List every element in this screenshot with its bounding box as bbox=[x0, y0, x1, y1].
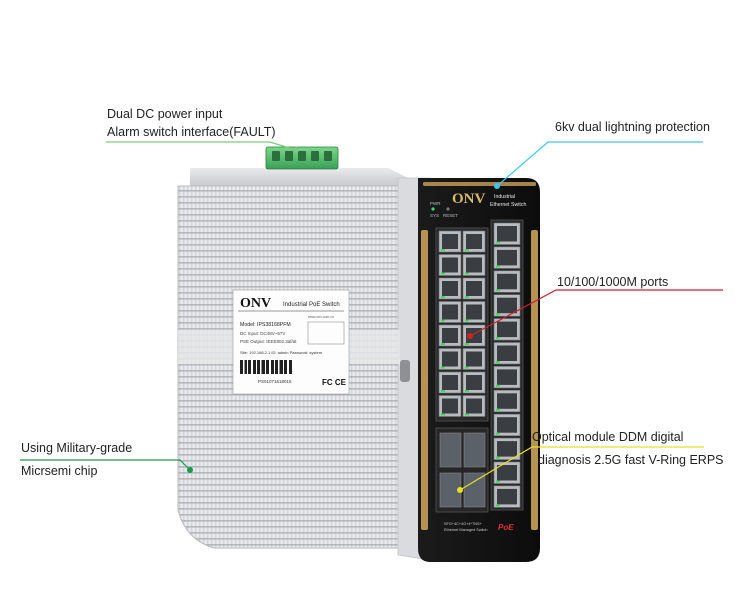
pwr-label: PWR bbox=[430, 201, 441, 206]
lightning-callout-line bbox=[496, 141, 703, 187]
rj45-port[interactable] bbox=[462, 324, 486, 347]
label-brand: ONV bbox=[240, 296, 271, 311]
rj45-port[interactable] bbox=[493, 366, 521, 389]
front-brand: ONV bbox=[452, 191, 486, 207]
optical-callout-dot bbox=[457, 487, 463, 493]
rj45-port[interactable] bbox=[493, 413, 521, 437]
rj45-port[interactable] bbox=[462, 301, 486, 323]
sfp-port[interactable] bbox=[439, 432, 462, 468]
rj45-port[interactable] bbox=[438, 324, 462, 347]
callout-lines bbox=[20, 141, 723, 491]
sfp-port[interactable] bbox=[463, 432, 486, 468]
rj45-port[interactable] bbox=[438, 395, 462, 417]
power-callout-line bbox=[106, 141, 297, 151]
label-cert: FC CE bbox=[322, 378, 347, 387]
rj45-port[interactable] bbox=[462, 348, 486, 370]
callout-optical-line1: Optical module DDM digital bbox=[532, 430, 684, 444]
rj45-port[interactable] bbox=[493, 485, 521, 508]
ports-callout-dot bbox=[467, 333, 473, 339]
callout-dots bbox=[187, 147, 500, 493]
top-strip bbox=[190, 168, 412, 186]
rj45-port[interactable] bbox=[462, 277, 486, 300]
rj45-port[interactable] bbox=[462, 395, 486, 417]
rj45-port[interactable] bbox=[493, 246, 521, 269]
label-serial: PS01071618015 bbox=[258, 379, 292, 384]
callout-optical-line2: diagnosis 2.5G fast V-Ring ERPS bbox=[538, 453, 724, 467]
product-label: ONV Industrial PoE Switch www.onv.com.cn… bbox=[232, 289, 350, 395]
callout-ports: 10/100/1000M ports bbox=[557, 275, 669, 289]
rj45-port[interactable] bbox=[438, 371, 462, 394]
front-title-2: Ethernet Switch bbox=[490, 202, 526, 208]
rj45-port[interactable] bbox=[493, 342, 521, 365]
front-title-1: Industrial bbox=[494, 194, 515, 200]
rj45-port[interactable] bbox=[493, 389, 521, 413]
label-pse: PSE Output: IEEE802.3af/at bbox=[240, 339, 297, 344]
rj45-port[interactable] bbox=[438, 277, 462, 300]
rj45-port[interactable] bbox=[493, 294, 521, 317]
callout-power-line1: Dual DC power input bbox=[107, 107, 223, 121]
power-callout-dot bbox=[293, 147, 299, 153]
sfp-port-group bbox=[435, 427, 489, 513]
din-clip bbox=[400, 360, 410, 382]
ports-callout-line bbox=[469, 289, 723, 337]
lightning-callout-dot bbox=[494, 183, 500, 189]
rj45-port[interactable] bbox=[493, 270, 521, 293]
reset-button[interactable] bbox=[446, 207, 450, 211]
optical-callout-line bbox=[459, 446, 704, 491]
rj45-port[interactable] bbox=[462, 230, 486, 253]
callout-lightning: 6kv dual lightning protection bbox=[555, 120, 710, 134]
reset-label: RESET bbox=[443, 213, 458, 218]
front-bottom-text-2: Ethernet Managed Switch bbox=[444, 528, 487, 532]
chip-callout-line bbox=[20, 459, 191, 471]
label-url: www.onv.com.cn bbox=[308, 315, 334, 319]
callout-chip-line1: Using Military-grade bbox=[21, 441, 133, 455]
rj45-port[interactable] bbox=[438, 254, 462, 276]
rj45-port[interactable] bbox=[462, 254, 486, 276]
sfp-port[interactable] bbox=[463, 472, 486, 508]
callout-power-line2: Alarm switch interface(FAULT) bbox=[107, 125, 276, 139]
rj45-port-grid bbox=[435, 219, 524, 511]
label-ip: Site: 192.168.2.1 ID: admin Password: sy… bbox=[240, 350, 323, 355]
front-bottom-text-1: SFG+4C+4G+4*TNS+ bbox=[444, 522, 483, 526]
rj45-port[interactable] bbox=[438, 230, 462, 253]
rj45-port[interactable] bbox=[493, 461, 521, 484]
label-title: Industrial PoE Switch bbox=[283, 302, 340, 308]
chip-callout-dot bbox=[187, 467, 193, 473]
rj45-port[interactable] bbox=[438, 348, 462, 370]
rj45-port[interactable] bbox=[493, 437, 521, 460]
terminal-block bbox=[265, 146, 339, 170]
poe-badge: PoE bbox=[498, 523, 514, 532]
rj45-port[interactable] bbox=[462, 371, 486, 394]
rj45-port[interactable] bbox=[493, 222, 521, 245]
gold-edge-pattern bbox=[421, 182, 538, 530]
sys-led bbox=[431, 207, 435, 211]
rj45-port[interactable] bbox=[438, 301, 462, 323]
rj45-port[interactable] bbox=[493, 318, 521, 341]
callout-chip-line2: Micrsemi chip bbox=[21, 464, 98, 478]
label-model: Model: IPS38168PFM bbox=[240, 322, 291, 328]
sys-label: SYS bbox=[430, 213, 439, 218]
label-dc-input: DC Input: DC48V~57V bbox=[240, 331, 285, 336]
